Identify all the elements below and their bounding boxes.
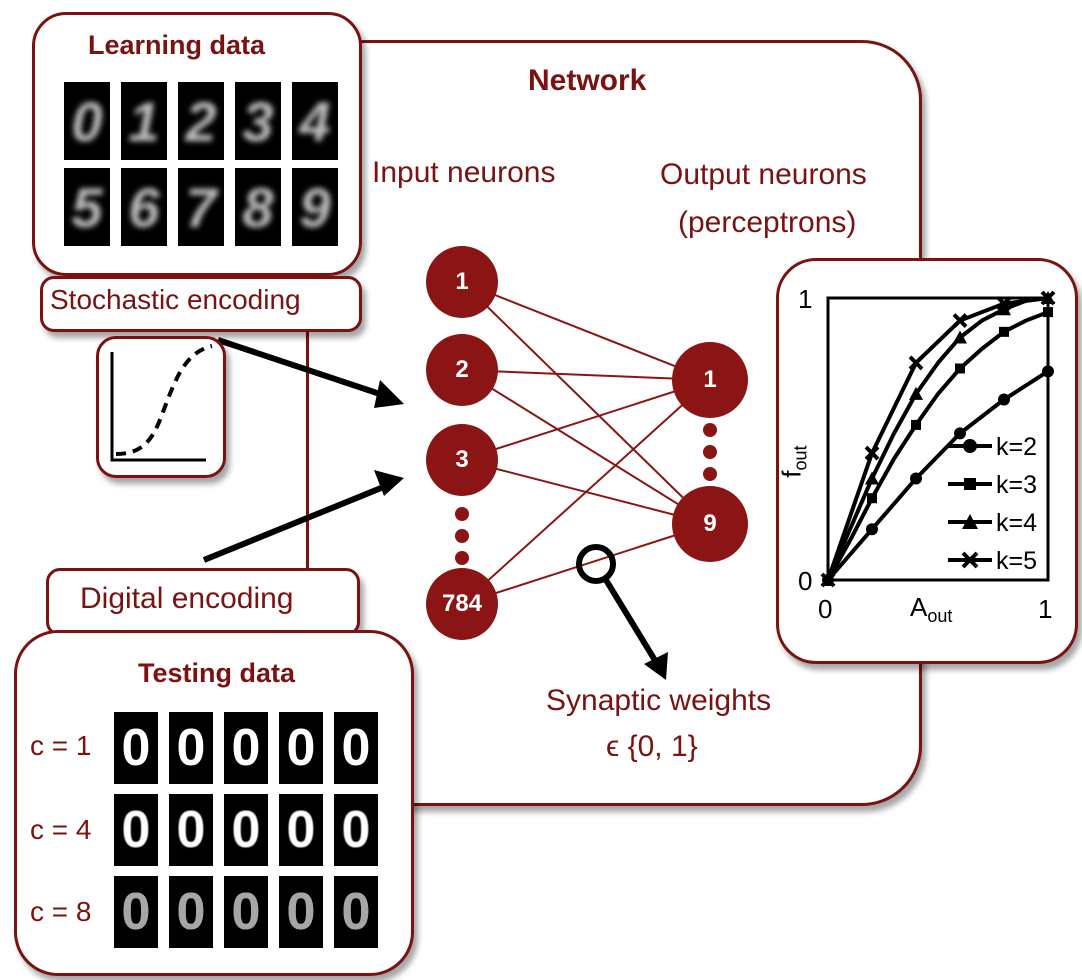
output-neuron-label: 9 (703, 510, 717, 537)
learning-digit-text: 1 (128, 89, 160, 153)
input-neurons-label: Input neurons (372, 156, 556, 189)
learning-digit: 6 (121, 168, 167, 246)
testing-digit: 0 (114, 712, 158, 784)
testing-digit: 0 (114, 876, 158, 948)
learning-digit-text: 7 (185, 175, 217, 239)
test-row-label: c = 1 (30, 730, 92, 761)
testing-digit-text: 0 (121, 719, 151, 777)
testing-digit-text: 0 (286, 801, 316, 859)
learning-digit-text: 3 (242, 89, 274, 153)
learning-digit: 8 (235, 168, 281, 246)
sigmoid-panel (96, 336, 226, 478)
ellipsis-dot (455, 551, 469, 565)
learning-digit-text: 0 (71, 89, 103, 153)
learning-digit-text: 5 (71, 175, 103, 239)
input-neuron (426, 568, 498, 640)
synaptic-weights-set: ϵ {0, 1} (606, 730, 698, 763)
learning-digit-text: 4 (299, 89, 331, 153)
testing-digit-text: 0 (231, 883, 261, 941)
test-row-label: c = 8 (30, 896, 92, 927)
testing-digit-text: 0 (121, 801, 151, 859)
x-tick-right: 1 (1038, 594, 1053, 624)
testing-digit-text: 0 (231, 801, 261, 859)
y-axis-label: fout (776, 445, 811, 478)
stochastic-encoding-label: Stochastic encoding (50, 284, 301, 315)
learning-digit: 3 (235, 82, 281, 160)
learning-digit: 0 (64, 82, 110, 160)
input-neuron-label: 2 (455, 356, 469, 383)
learning-digit-text: 6 (128, 175, 160, 239)
magnifier-icon (576, 544, 616, 584)
learning-digit: 1 (121, 82, 167, 160)
digital-encoding-label: Digital encoding (80, 582, 294, 615)
synaptic-pointer (603, 578, 659, 664)
stochastic-encoding-box (40, 276, 362, 332)
testing-digit-text: 0 (231, 719, 261, 777)
testing-digit: 0 (279, 876, 323, 948)
testing-digit-text: 0 (121, 883, 151, 941)
ellipsis-dot (703, 445, 717, 459)
y-tick-bottom: 0 (798, 566, 813, 596)
testing-digit: 0 (224, 794, 268, 866)
testing-digit-text: 0 (176, 801, 206, 859)
input-neuron-label: 3 (455, 446, 469, 473)
learning-digit: 9 (292, 168, 338, 246)
output-neuron (672, 486, 748, 562)
testing-data-title: Testing data (138, 658, 296, 688)
testing-digit-text: 0 (341, 883, 371, 941)
input-neuron (426, 424, 498, 496)
testing-digit: 0 (114, 794, 158, 866)
input-neuron-label: 784 (441, 590, 483, 617)
input-neuron (426, 246, 498, 318)
testing-digit-text: 0 (176, 719, 206, 777)
testing-digit-text: 0 (176, 883, 206, 941)
output-neurons-label: Output neurons (660, 158, 867, 191)
digital-arrow (202, 483, 388, 563)
synaptic-weights-label: Synaptic weights (546, 684, 772, 717)
testing-digit: 0 (224, 712, 268, 784)
testing-digit-text: 0 (286, 719, 316, 777)
synapse-lines (461, 281, 711, 605)
testing-digit: 0 (334, 876, 378, 948)
learning-digit: 2 (178, 82, 224, 160)
testing-digit: 0 (169, 712, 213, 784)
testing-digit: 0 (279, 712, 323, 784)
testing-digit: 0 (169, 794, 213, 866)
learning-digit: 4 (292, 82, 338, 160)
testing-digit: 0 (224, 876, 268, 948)
testing-digit-text: 0 (341, 801, 371, 859)
input-neuron-label: 1 (455, 268, 469, 295)
learning-digit-text: 9 (299, 175, 331, 239)
x-tick-left: 0 (818, 594, 833, 624)
testing-digit: 0 (169, 876, 213, 948)
ellipsis-dot (455, 507, 469, 521)
y-tick-top: 1 (798, 284, 813, 314)
test-row-label: c = 4 (30, 814, 92, 845)
testing-digit: 0 (279, 794, 323, 866)
output-neuron-label: 1 (703, 366, 717, 393)
learning-digit: 5 (64, 168, 110, 246)
network-title: Network (528, 64, 647, 97)
ellipsis-dot (703, 423, 717, 437)
testing-digit: 0 (334, 712, 378, 784)
output-neuron (672, 342, 748, 418)
learning-data-title: Learning data (88, 30, 266, 60)
stochastic-arrow (217, 337, 387, 399)
learning-digit: 7 (178, 168, 224, 246)
learning-digit-text: 2 (185, 89, 217, 153)
ellipsis-dot (703, 467, 717, 481)
perceptrons-label: (perceptrons) (678, 206, 857, 239)
input-neuron (426, 334, 498, 406)
testing-digit-text: 0 (341, 719, 371, 777)
learning-digit-text: 8 (242, 175, 274, 239)
testing-digit: 0 (334, 794, 378, 866)
ellipsis-dot (455, 529, 469, 543)
x-axis-label: Aout (910, 592, 953, 627)
testing-digit-text: 0 (286, 883, 316, 941)
